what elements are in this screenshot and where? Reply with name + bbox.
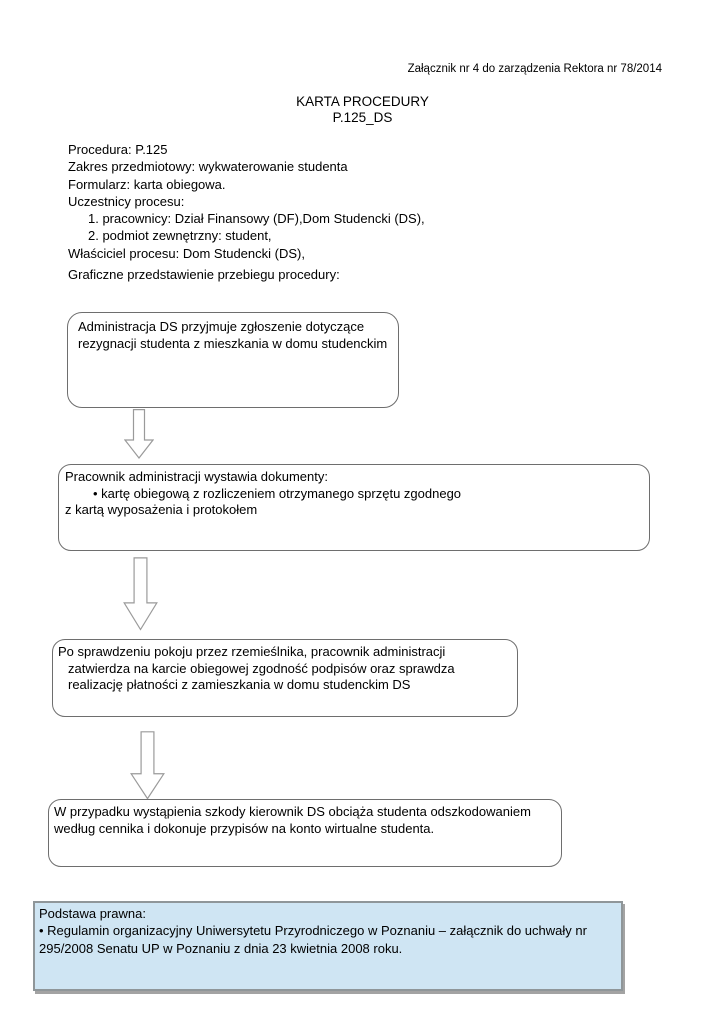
info-procedura: Procedura: P.125 <box>68 142 168 157</box>
legal-basis-line-3: 295/2008 Senatu UP w Poznaniu z dnia 23 … <box>39 940 403 956</box>
flowchart-caption: Graficzne przedstawienie przebiegu proce… <box>68 267 340 282</box>
flowchart-step-1: Administracja DS przyjmuje zgłoszenie do… <box>67 312 399 408</box>
down-arrow-icon <box>130 731 165 800</box>
legal-basis-heading: Podstawa prawna: <box>39 906 146 921</box>
step-3-text-line-2: zatwierdza na karcie obiegowej zgodność … <box>68 660 455 676</box>
info-uczestnik-1: 1. pracownicy: Dział Finansowy (DF),Dom … <box>88 211 425 227</box>
step-2-text-line-1: Pracownik administracji wystawia dokumen… <box>65 469 328 484</box>
down-arrow-icon <box>123 557 158 631</box>
step-1-text-line-1: Administracja DS przyjmuje zgłoszenie do… <box>78 319 365 334</box>
flowchart-step-3: Po sprawdzeniu pokoju przez rzemieślnika… <box>52 639 518 717</box>
step-3-text-line-3: realizację płatności z zamieszkania w do… <box>68 677 411 692</box>
info-wlasciciel: Właściciel procesu: Dom Studencki (DS), <box>68 245 305 261</box>
step-2-text-line-2: • kartę obiegową z rozliczeniem otrzyman… <box>93 485 462 501</box>
step-3-text-line-1: Po sprawdzeniu pokoju przez rzemieślnika… <box>58 644 446 659</box>
step-2-text-line-3: z kartą wyposażenia i protokołem <box>65 502 258 517</box>
info-zakres: Zakres przedmiotowy: wykwaterowanie stud… <box>68 159 348 175</box>
step-4-text-line-1: W przypadku wystąpienia szkody kierownik… <box>54 804 531 819</box>
info-formularz: Formularz: karta obiegowa. <box>68 176 226 192</box>
down-arrow-icon <box>124 409 154 459</box>
step-1-text-line-2: rezygnacji studenta z mieszkania w domu … <box>78 335 388 351</box>
legal-basis-line-2: • Regulamin organizacyjny Uniwersytetu P… <box>39 923 587 939</box>
procedure-info: Procedura: P.125 Zakres przedmiotowy: wy… <box>68 141 425 262</box>
attachment-note: Załącznik nr 4 do zarządzenia Rektora nr… <box>407 63 662 75</box>
page-subtitle: P.125_DS <box>332 110 393 125</box>
info-uczestnik-2: 2. podmiot zewnętrzny: student, <box>88 228 272 244</box>
page-title: KARTA PROCEDURY <box>296 94 429 109</box>
step-4-text-line-2: według cennika i dokonuje przypisów na k… <box>54 820 435 836</box>
legal-basis-box: Podstawa prawna: • Regulamin organizacyj… <box>33 901 623 991</box>
info-uczestnicy: Uczestnicy procesu: <box>68 193 185 209</box>
flowchart-step-4: W przypadku wystąpienia szkody kierownik… <box>48 799 562 867</box>
flowchart-step-2: Pracownik administracji wystawia dokumen… <box>58 464 650 551</box>
